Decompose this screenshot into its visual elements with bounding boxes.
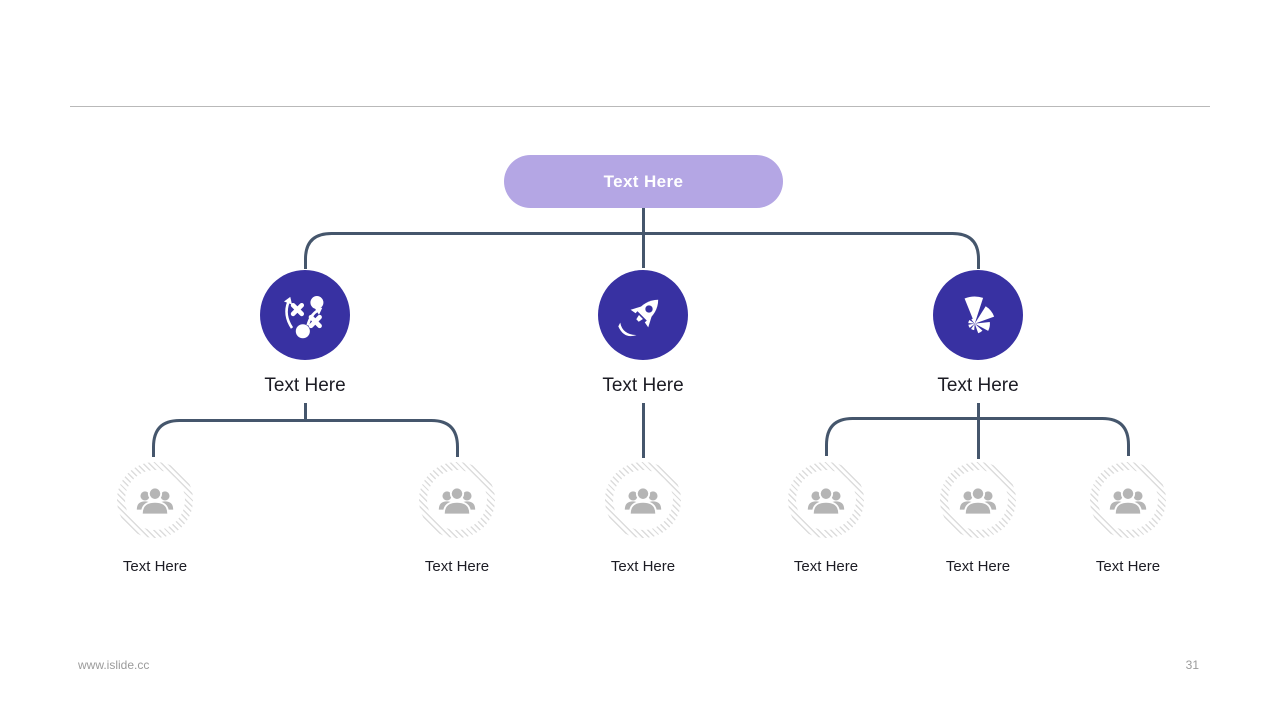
footer-page-number: 31: [1185, 658, 1199, 672]
leaf-label: Text Here: [424, 558, 490, 575]
leaf-node-inner: [613, 470, 673, 530]
connector-top-bar: [304, 232, 980, 269]
leaf-node: [605, 462, 681, 538]
leaf-label: Text Here: [122, 558, 188, 575]
leaf-label: Text Here: [945, 558, 1011, 575]
leaf-node: [788, 462, 864, 538]
leaf-node: [117, 462, 193, 538]
fan-chart-icon: [964, 296, 995, 334]
root-node-pill: Text Here: [504, 155, 783, 208]
branch-label: Text Here: [602, 375, 684, 396]
leaf-node: [419, 462, 495, 538]
leaf-label: Text Here: [610, 558, 676, 575]
users-icon: [438, 486, 476, 515]
root-node-label: Text Here: [603, 171, 684, 191]
leaf-node: [940, 462, 1016, 538]
rocket-icon: [618, 299, 659, 337]
users-icon: [136, 486, 174, 515]
top-divider-line: [70, 106, 1210, 107]
leaf-node-inner: [796, 470, 856, 530]
leaf-node-inner: [948, 470, 1008, 530]
connector-right-bar: [825, 417, 1130, 456]
branch-node-rocket: [598, 270, 688, 360]
leaf-node: [1090, 462, 1166, 538]
users-icon: [624, 486, 662, 515]
leaf-node-inner: [125, 470, 185, 530]
branch-node-strategy: [260, 270, 350, 360]
strategy-icon: [283, 296, 324, 339]
users-icon: [807, 486, 845, 515]
leaf-label: Text Here: [1095, 558, 1161, 575]
leaf-label: Text Here: [793, 558, 859, 575]
branch-label: Text Here: [937, 375, 1019, 396]
connector-left-bar: [152, 419, 459, 457]
leaf-node-inner: [427, 470, 487, 530]
footer-website: www.islide.cc: [78, 658, 150, 672]
branch-label: Text Here: [264, 375, 346, 396]
users-icon: [959, 486, 997, 515]
leaf-node-inner: [1098, 470, 1158, 530]
users-icon: [1109, 486, 1147, 515]
branch-node-fan-chart: [933, 270, 1023, 360]
